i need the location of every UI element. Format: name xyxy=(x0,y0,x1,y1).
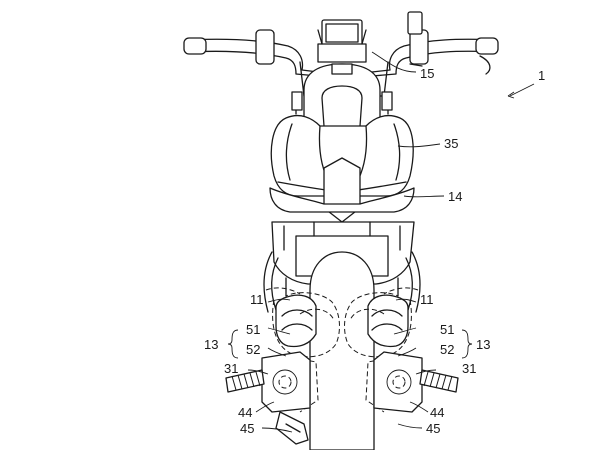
hidden-lines xyxy=(265,287,419,413)
label-ref-11-right: 11 xyxy=(420,292,434,307)
label-ref-13-left: 13 xyxy=(204,337,218,352)
label-ref-15: 15 xyxy=(420,66,434,81)
label-ref-31-right: 31 xyxy=(462,361,476,376)
label-ref-13-right: 13 xyxy=(476,337,490,352)
label-ref-45-left: 45 xyxy=(240,421,254,436)
label-ref-1: 1 xyxy=(538,68,545,83)
front-cover xyxy=(270,114,414,197)
label-ref-52-right: 52 xyxy=(440,342,454,357)
label-ref-51-left: 51 xyxy=(246,322,260,337)
label-ref-31-left: 31 xyxy=(224,361,238,376)
label-ref-44-left: 44 xyxy=(238,405,252,420)
label-ref-11-left: 11 xyxy=(250,292,264,307)
label-ref-14: 14 xyxy=(448,189,462,204)
reference-labels: 1 15 35 14 11 11 13 13 51 51 52 52 31 31… xyxy=(204,66,545,436)
label-ref-51-right: 51 xyxy=(440,322,454,337)
label-ref-45-right: 45 xyxy=(426,421,440,436)
side-frame xyxy=(263,251,421,313)
cooling-ducts xyxy=(275,294,409,348)
lower-housings xyxy=(261,351,423,413)
handlebar xyxy=(183,11,499,77)
lower-lever xyxy=(275,411,309,445)
front-tire xyxy=(309,251,375,450)
foot-pegs xyxy=(225,369,459,393)
label-ref-52-left: 52 xyxy=(246,342,260,357)
label-ref-35: 35 xyxy=(444,136,458,151)
instrument-bracket xyxy=(291,19,393,115)
leader-lines xyxy=(227,51,535,433)
label-ref-44-right: 44 xyxy=(430,405,444,420)
